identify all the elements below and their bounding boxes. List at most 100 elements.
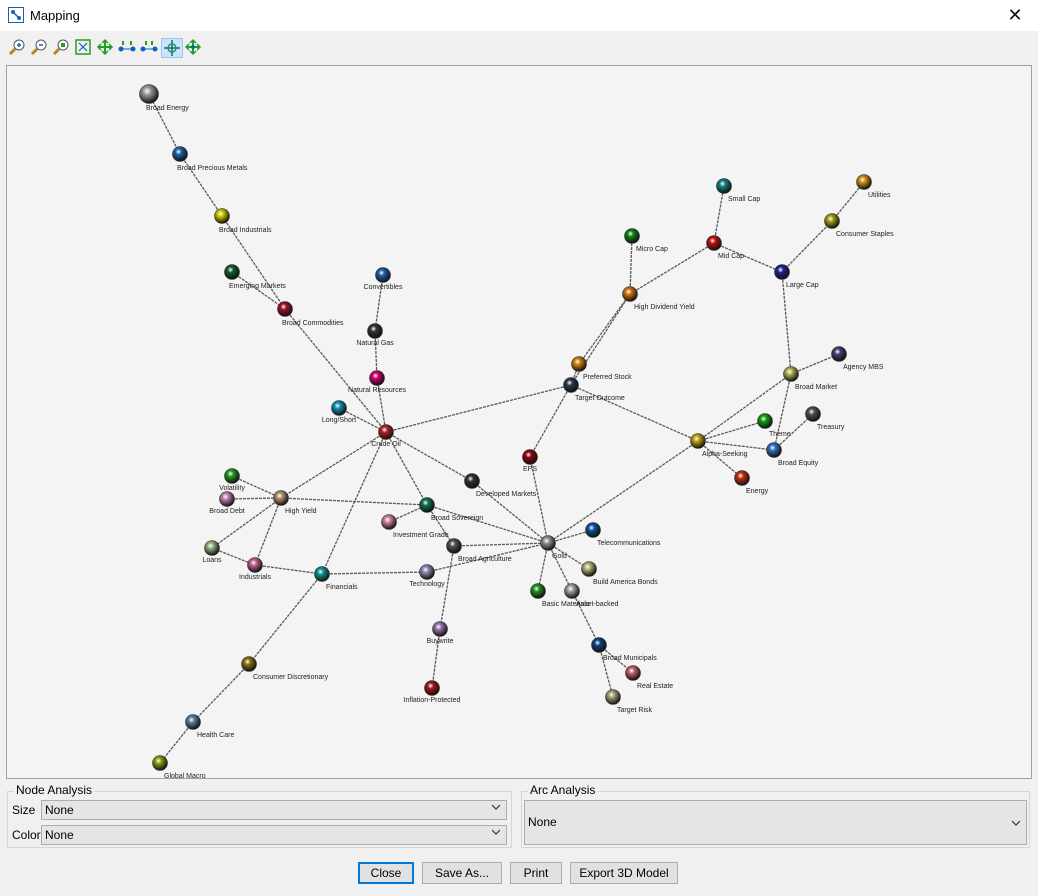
node-micro-cap[interactable] bbox=[624, 228, 640, 244]
node-label-large-cap: Large Cap bbox=[786, 282, 819, 289]
node-label-broad-commodities: Broad Commodities bbox=[282, 320, 344, 327]
node-financials[interactable] bbox=[314, 566, 330, 582]
node-treasury[interactable] bbox=[805, 406, 821, 422]
node-label-preferred-stock: Preferred Stock bbox=[583, 374, 632, 381]
node-broad-sovereign[interactable] bbox=[419, 497, 435, 513]
zoom-out-icon[interactable] bbox=[29, 38, 51, 58]
node-long-short[interactable] bbox=[331, 400, 347, 416]
node-small-cap[interactable] bbox=[716, 178, 732, 194]
node-broad-precious-metals[interactable] bbox=[172, 146, 188, 162]
edge-target-outcome-alpha-seeking bbox=[570, 384, 699, 442]
node-inflation-protected[interactable] bbox=[424, 680, 440, 696]
edge-crude-oil-broad-sovereign bbox=[385, 431, 428, 506]
node-label-buywrite: Buywrite bbox=[427, 638, 454, 645]
node-label-investment-grade: Investment Grade bbox=[393, 532, 449, 539]
node-volatility[interactable] bbox=[224, 468, 240, 484]
node-build-america-bonds[interactable] bbox=[581, 561, 597, 577]
node-convertibles[interactable] bbox=[375, 267, 391, 283]
node-high-dividend-yield[interactable] bbox=[622, 286, 638, 302]
node-loans[interactable] bbox=[204, 540, 220, 556]
node-broad-commodities[interactable] bbox=[277, 301, 293, 317]
edge-crude-oil-high-yield bbox=[280, 431, 387, 499]
edge-broad-commodities-crude-oil bbox=[284, 308, 387, 433]
fit-window-icon[interactable] bbox=[73, 38, 95, 58]
save-as-button[interactable]: Save As... bbox=[422, 862, 502, 884]
edge-gold-basic-materials bbox=[537, 542, 549, 592]
close-button[interactable]: Close bbox=[358, 862, 414, 884]
edge-buywrite-inflation-protected bbox=[431, 628, 441, 689]
node-preferred-stock[interactable] bbox=[571, 356, 587, 372]
node-large-cap[interactable] bbox=[774, 264, 790, 280]
close-window-icon[interactable]: ✕ bbox=[1007, 5, 1023, 25]
node-target-risk[interactable] bbox=[605, 689, 621, 705]
node-buywrite[interactable] bbox=[432, 621, 448, 637]
node-broad-municipals[interactable] bbox=[591, 637, 607, 653]
edge-alpha-seeking-broad-equity bbox=[697, 440, 775, 451]
node-global-macro[interactable] bbox=[152, 755, 168, 771]
edge-high-yield-broad-sovereign bbox=[280, 497, 428, 506]
rotate-layout-icon[interactable] bbox=[161, 38, 183, 58]
edge-eps-target-outcome bbox=[529, 384, 572, 458]
edge-financials-consumer-discretionary bbox=[248, 573, 323, 665]
edge-crude-oil-target-outcome bbox=[385, 384, 572, 433]
spread-vertical-icon[interactable] bbox=[139, 38, 161, 58]
node-mid-cap[interactable] bbox=[706, 235, 722, 251]
node-consumer-discretionary[interactable] bbox=[241, 656, 257, 672]
node-telecommunications[interactable] bbox=[585, 522, 601, 538]
edge-long-short-crude-oil bbox=[338, 407, 387, 433]
node-investment-grade[interactable] bbox=[381, 514, 397, 530]
pan-icon[interactable] bbox=[183, 38, 205, 58]
node-industrials[interactable] bbox=[247, 557, 263, 573]
edge-asset-backed-broad-municipals bbox=[571, 590, 600, 646]
node-emerging-markets[interactable] bbox=[224, 264, 240, 280]
node-natural-gas[interactable] bbox=[367, 323, 383, 339]
node-label-broad-agriculture: Broad Agriculture bbox=[458, 556, 512, 563]
node-broad-industrials[interactable] bbox=[214, 208, 230, 224]
node-real-estate[interactable] bbox=[625, 665, 641, 681]
node-energy[interactable] bbox=[734, 470, 750, 486]
node-broad-market[interactable] bbox=[783, 366, 799, 382]
node-broad-equity[interactable] bbox=[766, 442, 782, 458]
edge-developed-markets-gold bbox=[471, 480, 549, 544]
export-3d-model-button[interactable]: Export 3D Model bbox=[570, 862, 678, 884]
node-broad-energy[interactable] bbox=[139, 84, 159, 104]
node-eps[interactable] bbox=[522, 449, 538, 465]
node-crude-oil[interactable] bbox=[378, 424, 394, 440]
move-expand-icon[interactable] bbox=[95, 38, 117, 58]
edge-gold-asset-backed bbox=[547, 542, 573, 592]
arc-analysis-dropdown[interactable]: None bbox=[524, 800, 1027, 845]
node-label-natural-gas: Natural Gas bbox=[356, 340, 394, 347]
node-label-health-care: Health Care bbox=[197, 732, 234, 739]
node-gold[interactable] bbox=[540, 535, 556, 551]
title-bar: Mapping ✕ bbox=[0, 0, 1038, 31]
node-alpha-seeking[interactable] bbox=[690, 433, 706, 449]
print-button[interactable]: Print bbox=[510, 862, 562, 884]
edge-convertibles-natural-gas bbox=[374, 274, 384, 332]
node-target-outcome[interactable] bbox=[563, 377, 579, 393]
node-utilities[interactable] bbox=[856, 174, 872, 190]
node-high-yield[interactable] bbox=[273, 490, 289, 506]
node-broad-debt[interactable] bbox=[219, 491, 235, 507]
node-consumer-staples[interactable] bbox=[824, 213, 840, 229]
node-asset-backed[interactable] bbox=[564, 583, 580, 599]
node-technology[interactable] bbox=[419, 564, 435, 580]
spread-horizontal-icon[interactable] bbox=[117, 38, 139, 58]
node-label-industrials: Industrials bbox=[239, 574, 271, 581]
chevron-down-icon bbox=[1012, 820, 1020, 826]
node-natural-resources[interactable] bbox=[369, 370, 385, 386]
zoom-in-icon[interactable] bbox=[7, 38, 29, 58]
node-developed-markets[interactable] bbox=[464, 473, 480, 489]
node-basic-materials[interactable] bbox=[530, 583, 546, 599]
size-dropdown[interactable]: None bbox=[41, 800, 507, 820]
node-health-care[interactable] bbox=[185, 714, 201, 730]
node-broad-agriculture[interactable] bbox=[446, 538, 462, 554]
zoom-fit-icon[interactable] bbox=[51, 38, 73, 58]
node-agency-mbs[interactable] bbox=[831, 346, 847, 362]
edge-volatility-high-yield bbox=[231, 475, 282, 499]
edge-broad-sovereign-gold bbox=[426, 504, 549, 544]
toolbar bbox=[0, 34, 1038, 62]
color-dropdown[interactable]: None bbox=[41, 825, 507, 845]
node-theme[interactable] bbox=[757, 413, 773, 429]
